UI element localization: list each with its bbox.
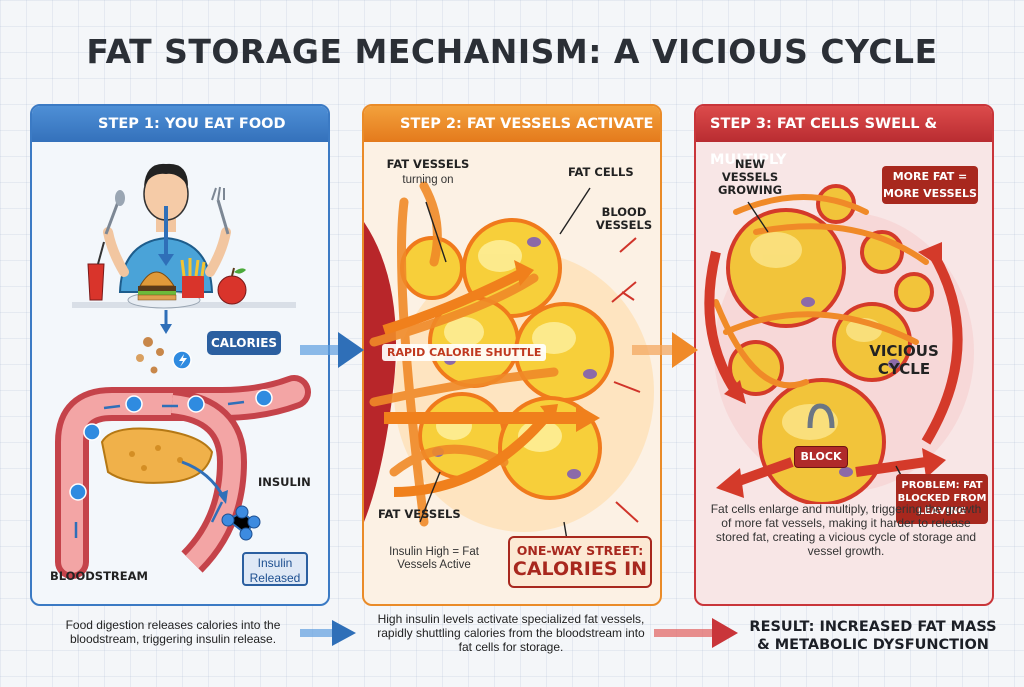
new-vessels-growing-label: NEW VESSELS GROWING [717,157,783,198]
result-label: RESULT: INCREASED FAT MASS & METABOLIC D… [749,619,997,653]
vicious-cycle-label: VICIOUS CYCLE [869,342,939,378]
insulin-high-label: Insulin High = Fat Vessels Active [389,546,479,572]
fat-vessels-label: FAT VESSELS [378,507,461,521]
more-fat-more-vessels-label: MORE FAT = MORE VESSELS [882,166,978,204]
insulin-released-label: Insulin Released [242,552,308,586]
problem-label: PROBLEM: FAT BLOCKED FROM LEAVING [896,474,988,524]
one-way-street-box: ONE-WAY STREET: CALORIES IN [508,536,652,588]
step3-header: STEP 3: FAT CELLS SWELL & MULTIPLY [696,106,992,168]
step2-caption: High insulin levels activate specialized… [377,612,645,654]
page-title: FAT STORAGE MECHANISM: A VICIOUS CYCLE [86,32,938,71]
step3-panel: STEP 3: FAT CELLS SWELL & MULTIPLY [694,104,994,606]
step3-description: Fat cells enlarge and multiply, triggeri… [710,502,982,558]
block-label: BLOCK [794,446,848,468]
step1-illustration [55,163,311,579]
step3-illustration [704,184,974,504]
calories-in-label: CALORIES IN [512,558,648,580]
insulin-label: INSULIN [258,475,311,489]
step1-caption: Food digestion releases calories into th… [65,618,281,646]
blood-vessels-label: BLOOD VESSELS [595,205,653,233]
fat-cells-label: FAT CELLS [568,165,634,179]
rapid-calorie-shuttle-label: RAPID CALORIE SHUTTLE [382,344,547,361]
step2-illustration [364,181,654,583]
step2-header: STEP 2: FAT VESSELS ACTIVATE [364,106,660,142]
calories-label: CALORIES [207,331,281,355]
fat-vessels-turning-title: FAT VESSELS [386,157,470,171]
step1-panel: STEP 1: YOU EAT FOOD [30,104,330,606]
step1-header: STEP 1: YOU EAT FOOD [32,106,328,142]
one-way-street-title: ONE-WAY STREET: [516,543,644,558]
fat-vessels-turning-sub: turning on [402,174,454,186]
bloodstream-label: BLOODSTREAM [50,569,148,583]
step2-panel: STEP 2: FAT VESSELS ACTIVATE [362,104,662,606]
